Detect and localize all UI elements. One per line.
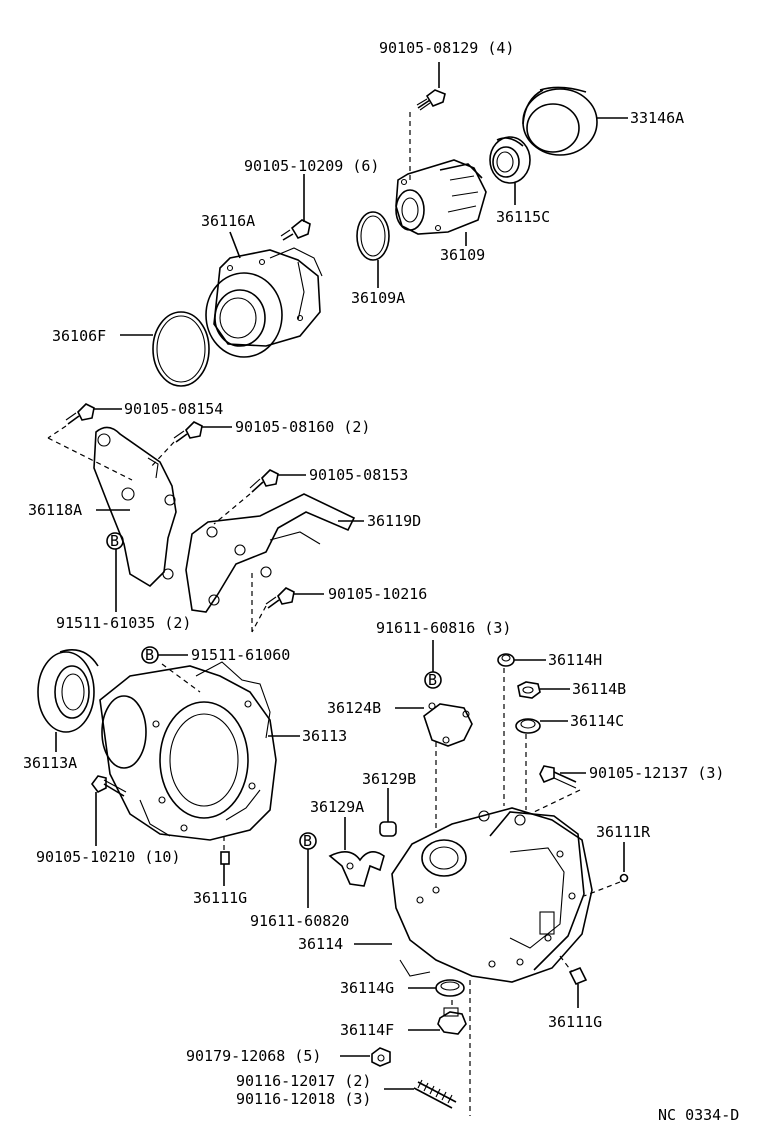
bolt-90105-08129 [416, 89, 446, 111]
label-36109: 36109 [440, 246, 485, 264]
marker-b-letter: B [303, 832, 312, 850]
label-90105-08153: 90105-08153 [309, 466, 408, 484]
bolt-90105-12137 [539, 765, 577, 789]
marker-b-icon [106, 532, 124, 550]
label-36116A: 36116A [201, 212, 255, 230]
part-36114F-plug [437, 1007, 467, 1035]
bolt-90105-10210 [91, 775, 127, 797]
label-36115C: 36115C [496, 208, 550, 226]
bolt-90105-10209 [280, 219, 311, 241]
label-36114F: 36114F [340, 1021, 394, 1039]
label-36129B: 36129B [362, 770, 416, 788]
label-91611-60816: 91611-60816 (3) [376, 619, 511, 637]
bolt-90105-08160 [173, 421, 203, 443]
part-36118A-bracket [93, 426, 177, 588]
bolt-90105-08154 [65, 403, 95, 425]
part-36109-extension-housing [395, 159, 487, 235]
label-90105-12137: 90105-12137 (3) [589, 764, 724, 782]
label-36111R: 36111R [596, 823, 651, 841]
label-36109A: 36109A [351, 289, 405, 307]
label-36119D: 36119D [367, 512, 421, 530]
marker-b-icon [424, 671, 442, 689]
label-36113A: 36113A [23, 754, 77, 772]
marker-b-letter: B [428, 671, 437, 689]
label-91611-60820: 91611-60820 [250, 912, 349, 930]
label-36111G-left: 36111G [193, 889, 247, 907]
part-36111R-pin [619, 873, 629, 883]
part-36113-front-case [99, 661, 277, 841]
label-90105-10216: 90105-10216 [328, 585, 427, 603]
part-33146A-ring [522, 86, 598, 156]
part-36115C-bearing [489, 136, 531, 184]
part-36114H-plug [497, 653, 515, 667]
part-36113A-seal [37, 649, 99, 733]
part-36106F-o-ring [152, 311, 210, 387]
part-90116-stud [413, 1079, 457, 1109]
diagram-code: NC 0334-D [658, 1106, 739, 1124]
label-90105-08154: 90105-08154 [124, 400, 223, 418]
label-90179-12068: 90179-12068 (5) [186, 1047, 321, 1065]
part-36114B-plug [517, 681, 541, 699]
part-36124B-cover [423, 702, 473, 747]
label-36114C: 36114C [570, 712, 624, 730]
label-36111G-right: 36111G [548, 1013, 602, 1031]
part-36119D-bracket [185, 493, 356, 613]
label-90105-08129: 90105-08129 (4) [379, 39, 514, 57]
label-90105-08160: 90105-08160 (2) [235, 418, 370, 436]
part-36114-rear-case [391, 807, 593, 983]
label-90105-10210: 90105-10210 (10) [36, 848, 181, 866]
marker-b-letter: B [145, 646, 154, 664]
part-36114G-gasket [435, 979, 465, 997]
part-90179-12068-nut [371, 1047, 391, 1067]
label-36114B: 36114B [572, 680, 626, 698]
label-90116-12018: 90116-12018 (3) [236, 1090, 371, 1108]
label-36106F: 36106F [52, 327, 106, 345]
label-36114G: 36114G [340, 979, 394, 997]
bolt-90105-10216 [265, 587, 295, 609]
part-36129A-clamp [328, 851, 385, 887]
part-36111G-pin [220, 851, 230, 865]
part-36111G-pin [568, 966, 588, 986]
bolt-90105-08153 [249, 469, 279, 493]
label-36124B: 36124B [327, 699, 381, 717]
marker-b-letter: B [110, 532, 119, 550]
label-36114: 36114 [298, 935, 343, 953]
label-36118A: 36118A [28, 501, 82, 519]
label-90105-10209: 90105-10209 (6) [244, 157, 379, 175]
label-91511-61060: 91511-61060 [191, 646, 290, 664]
label-33146A: 33146A [630, 109, 684, 127]
part-36109A-o-ring [356, 211, 390, 261]
label-36113: 36113 [302, 727, 347, 745]
label-91511-61035: 91511-61035 (2) [56, 614, 191, 632]
label-36129A: 36129A [310, 798, 364, 816]
part-36116A-adapter [205, 247, 323, 358]
part-36129B-bushing [379, 821, 397, 837]
label-90116-12017: 90116-12017 (2) [236, 1072, 371, 1090]
label-36114H: 36114H [548, 651, 602, 669]
part-36114C-gasket [515, 718, 541, 734]
